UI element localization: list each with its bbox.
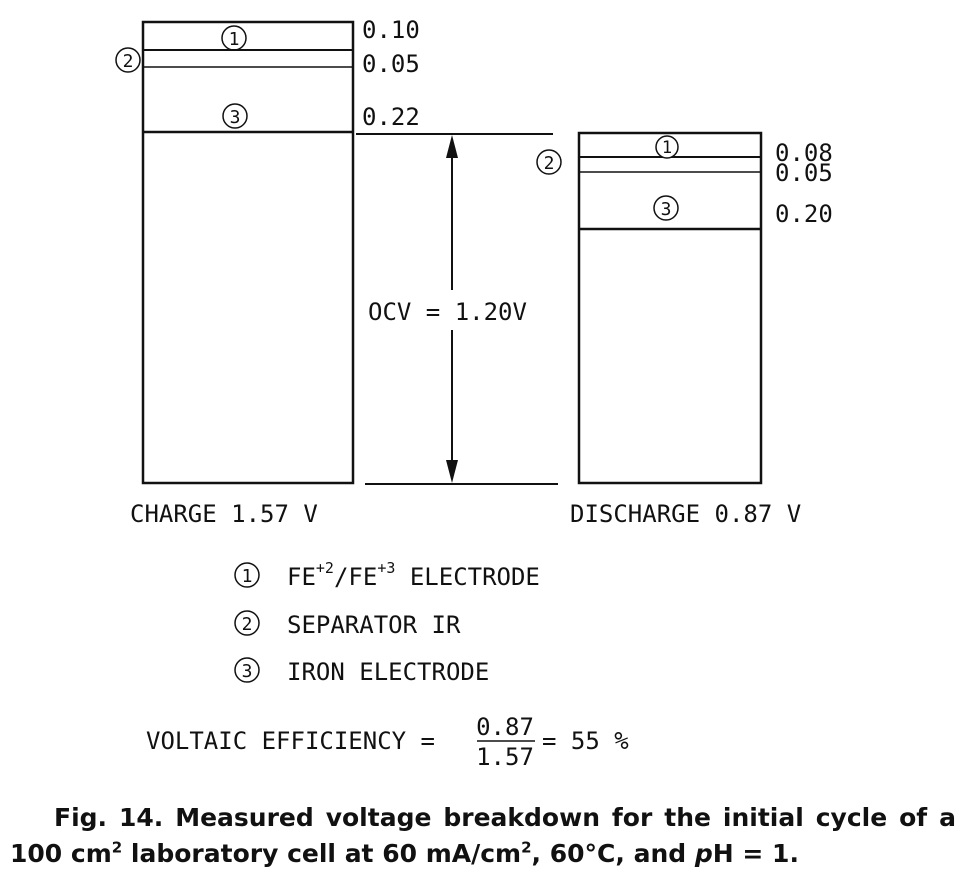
charge-value-3: 0.22 [362,103,420,131]
efficiency-denominator: 1.57 [476,743,534,771]
charge-label: CHARGE 1.57 V [130,500,318,528]
efficiency-prefix: VOLTAIC EFFICIENCY = [146,727,435,755]
ocv-arrow-down-icon [446,460,458,483]
legend-text-3: IRON ELECTRODE [287,658,489,686]
ocv-label: OCV = 1.20V [368,298,527,326]
legend-item-3: 3 IRON ELECTRODE [234,657,489,686]
legend-item-1: 1 FE+2/FE+3 ELECTRODE [234,559,540,591]
figure-caption: Fig. 14. Measured voltage breakdown for … [10,800,956,872]
charge-value-2: 0.05 [362,50,420,78]
charge-marker-1: 1 [221,25,247,51]
svg-text:3: 3 [230,107,241,128]
legend-text-1: FE+2/FE+3 ELECTRODE [287,559,540,591]
svg-text:3: 3 [242,661,253,682]
caption-line-1: Fig. 14. Measured voltage breakdown for … [54,803,956,832]
caption-line-2: 100 cm2 laboratory cell at 60 mA/cm2, 60… [10,838,799,868]
legend-text-2: SEPARATOR IR [287,611,461,639]
svg-text:2: 2 [544,153,555,174]
legend-marker-2 [234,610,260,636]
efficiency-result: = 55 % [542,727,629,755]
discharge-label: DISCHARGE 0.87 V [570,500,801,528]
legend: 1 FE+2/FE+3 ELECTRODE 2 SEPARATOR IR 3 I… [234,559,540,686]
efficiency-formula: VOLTAIC EFFICIENCY = 0.87 1.57 = 55 % [146,713,629,771]
discharge-value-1: 0.08 [775,139,833,167]
charge-marker-2: 2 [115,47,141,73]
svg-text:2: 2 [242,614,253,635]
charge-bar: 1 2 3 0.10 0.05 0.22 CHARGE 1.57 V [115,16,420,528]
charge-marker-3: 3 [222,103,248,129]
discharge-bar-outline [577,131,763,485]
svg-text:1: 1 [229,29,240,50]
ocv-indicator: OCV = 1.20V [356,133,558,485]
svg-text:1: 1 [662,138,672,158]
efficiency-numerator: 0.87 [476,713,534,741]
charge-value-1: 0.10 [362,16,420,44]
discharge-marker-3: 3 [653,195,679,221]
svg-text:1: 1 [242,566,253,587]
legend-marker-3 [234,657,260,683]
discharge-value-3: 0.20 [775,200,833,228]
discharge-value-2: 0.05 [775,159,833,187]
svg-text:2: 2 [123,51,134,72]
discharge-marker-1: 1 [655,135,679,159]
ocv-arrow-up-icon [446,135,458,158]
svg-text:3: 3 [661,199,672,220]
discharge-marker-2: 2 [536,149,562,175]
legend-marker-1 [234,562,260,588]
charge-bar-outline [141,20,355,485]
legend-item-2: 2 SEPARATOR IR [234,610,461,639]
discharge-bar: 1 2 3 0.08 0.05 0.20 DISCHARGE 0.87 V [536,131,833,528]
